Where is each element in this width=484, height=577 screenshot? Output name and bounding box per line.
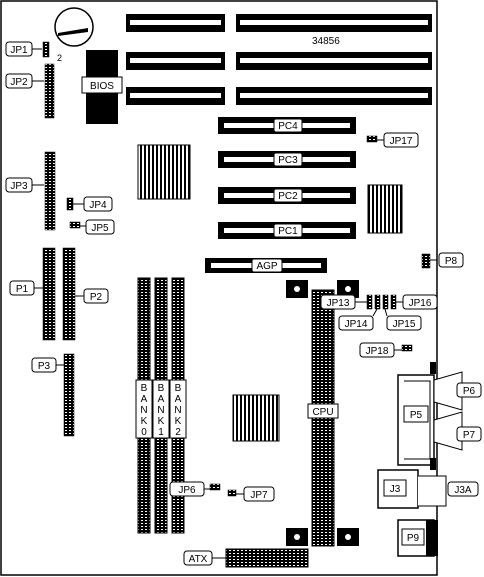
p6-label: P6 <box>463 386 476 397</box>
chipset-north <box>137 144 191 200</box>
bank-1-letter: B <box>158 383 165 394</box>
bank-0-letter: N <box>140 405 147 416</box>
bank-1-letter: 1 <box>158 427 164 438</box>
p3-header: P3 <box>31 353 75 437</box>
j3a-label: J3A <box>454 485 472 496</box>
bank-0-letter: K <box>141 416 148 427</box>
pci-slot-1: PC1 <box>218 222 356 239</box>
chipset-io <box>367 184 403 234</box>
jp18-label: JP18 <box>366 346 389 357</box>
chipset-south <box>232 394 280 442</box>
jp6-label: JP6 <box>178 485 196 496</box>
j3-connector: J3 J3A <box>377 469 479 509</box>
pci-slot-1-label: PC1 <box>278 226 298 237</box>
bank-2-letter: 2 <box>175 427 181 438</box>
j3-label: J3 <box>390 484 401 495</box>
atx-label: ATX <box>189 554 208 565</box>
p8-connector: P8 <box>421 252 464 269</box>
jp1-label: JP1 <box>10 45 28 56</box>
jp1-jumper: JP1 2 <box>5 41 62 63</box>
jp3-label: JP3 <box>10 181 28 192</box>
bank-2-letter: A <box>175 394 182 405</box>
battery <box>54 7 94 47</box>
jp13-label: JP13 <box>327 298 350 309</box>
p1-p2-headers: P1 P2 <box>9 247 109 341</box>
atx-power-connector: ATX <box>183 548 309 568</box>
cpu-label: CPU <box>312 407 333 418</box>
bank-2-label: B A N K 2 <box>174 383 181 438</box>
jp5-jumper: JP5 <box>69 219 115 235</box>
jp7-label: JP7 <box>250 490 268 501</box>
isa-slots <box>126 14 432 105</box>
agp-label: AGP <box>256 261 277 272</box>
board-number: 34856 <box>312 36 340 47</box>
bank-0-letter: A <box>141 394 148 405</box>
bank-0-label: B A N K 0 <box>140 383 147 438</box>
jp16-label: JP16 <box>409 298 432 309</box>
p1-label: P1 <box>16 284 29 295</box>
jp4-jumper: JP4 <box>66 196 113 212</box>
bank-2-letter: B <box>175 383 182 394</box>
bank-0-letter: B <box>141 383 148 394</box>
cpu-slot: CPU <box>286 280 359 547</box>
pci-slot-4-label: PC4 <box>278 121 298 132</box>
jp6-jp7-jumpers: JP6 JP7 <box>169 481 275 502</box>
p7-label: P7 <box>463 430 476 441</box>
jp3-header: JP3 <box>5 151 56 231</box>
bank-1-letter: A <box>158 394 165 405</box>
pci-slot-4: PC4 <box>218 117 356 134</box>
jp14-label: JP14 <box>345 319 368 330</box>
pci-slot-3: PC3 <box>218 151 356 168</box>
jp15-label: JP15 <box>393 319 416 330</box>
bank-1-letter: K <box>158 416 165 427</box>
jp5-label: JP5 <box>91 223 109 234</box>
jp2-header: JP2 <box>5 63 55 119</box>
bios-label: BIOS <box>90 81 114 92</box>
agp-slot: AGP <box>205 258 327 273</box>
bank-1-letter: N <box>157 405 164 416</box>
pin-two-marker: 2 <box>57 53 62 63</box>
p9-label: P9 <box>407 533 420 544</box>
jp17-jumper: JP17 <box>366 132 419 148</box>
p9-connector: P9 <box>397 519 438 557</box>
bank-0-letter: 0 <box>141 427 147 438</box>
pci-slot-3-label: PC3 <box>278 155 298 166</box>
pci-slot-2-label: PC2 <box>278 191 298 202</box>
p2-label: P2 <box>90 292 103 303</box>
jp13-16-cluster: JP13 JP14 JP15 JP16 <box>320 294 438 331</box>
bank-2-letter: N <box>174 405 181 416</box>
p8-label: P8 <box>445 256 458 267</box>
bank-1-label: B A N K 1 <box>157 383 164 438</box>
pci-slot-2: PC2 <box>218 187 356 204</box>
p3-label: P3 <box>38 361 51 372</box>
jp17-label: JP17 <box>390 136 413 147</box>
memory-banks <box>135 277 187 534</box>
bios-chip: BIOS <box>81 50 123 124</box>
jp4-label: JP4 <box>89 200 107 211</box>
p5-label: P5 <box>410 410 423 421</box>
jp18-jumper: JP18 <box>359 342 413 358</box>
bank-2-letter: K <box>175 416 182 427</box>
jp2-label: JP2 <box>10 77 28 88</box>
serial-parallel-ports: P5 P6 P7 <box>397 362 482 470</box>
